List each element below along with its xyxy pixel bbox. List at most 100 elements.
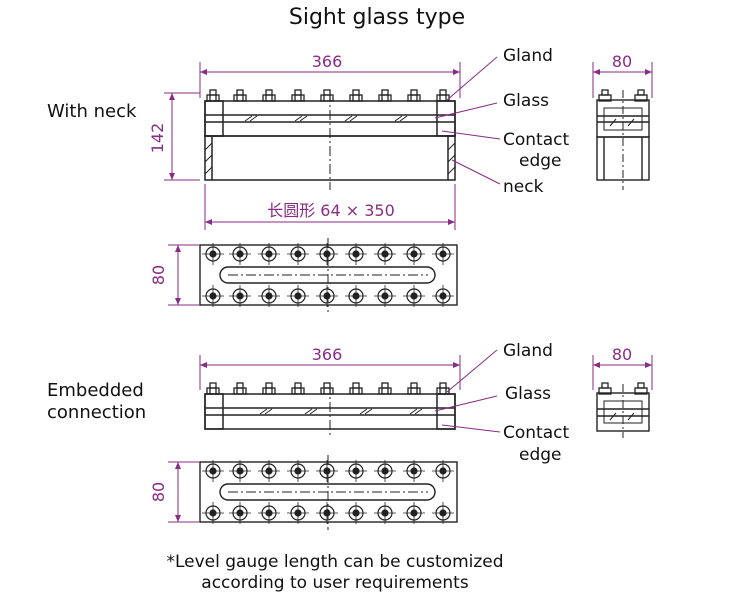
bolt-hole (316, 285, 338, 307)
bolt-row-embedded (206, 382, 450, 395)
bolt-hole (432, 460, 454, 482)
leaders-with-neck (434, 56, 501, 185)
bolt-hole (432, 502, 454, 524)
dim-142: 142 (148, 123, 167, 154)
bolt-hole (258, 243, 280, 265)
label-contact-with-neck: Contact (503, 130, 569, 150)
bolt-hole (432, 285, 454, 307)
bolt-hole (229, 502, 251, 524)
bolt-hole (345, 285, 367, 307)
bolt-hole (229, 243, 251, 265)
bolt (233, 382, 247, 395)
bolt-hole (345, 460, 367, 482)
bolt-hole (316, 460, 338, 482)
dimension-length-embedded (199, 355, 461, 390)
footnote-line-1: *Level gauge length can be customized (166, 552, 503, 572)
label-gland-with-neck: Gland (503, 46, 553, 66)
bolt (349, 382, 363, 395)
bolt-hole (403, 460, 425, 482)
label-edge-with-neck: edge (519, 151, 562, 171)
bolt (407, 89, 421, 102)
bolt (634, 382, 648, 395)
bolt (291, 382, 305, 395)
dimension-length-with-neck (199, 62, 461, 98)
section-heading-with-neck: With neck (47, 101, 137, 122)
bolt-hole (258, 285, 280, 307)
plan-bolts-embedded (202, 460, 454, 524)
bolt (349, 89, 363, 102)
bolt (407, 382, 421, 395)
bolt (206, 89, 220, 102)
bolt (378, 382, 392, 395)
side-view-embedded (596, 384, 650, 438)
side-view-with-neck (596, 90, 650, 190)
bolt-hole (287, 243, 309, 265)
label-edge-embedded: edge (519, 445, 562, 465)
bolt-hole (345, 502, 367, 524)
dim-80-side-with-neck: 80 (612, 52, 632, 71)
label-contact-embedded: Contact (503, 423, 569, 443)
side-bolts-with-neck (598, 89, 648, 102)
bolt-hole (287, 460, 309, 482)
dim-80-plan-embedded: 80 (149, 482, 168, 502)
section-heading-connection: connection (47, 402, 146, 423)
bolt (262, 382, 276, 395)
bolt-hole (316, 243, 338, 265)
bolt (634, 89, 648, 102)
bolt-hole (345, 243, 367, 265)
dimension-plan-with-neck (168, 244, 200, 306)
bolt-hole (202, 243, 224, 265)
bolt-hole (202, 285, 224, 307)
bolt-hole (258, 460, 280, 482)
dimension-plan-embedded (168, 461, 200, 523)
bolt (598, 89, 612, 102)
plan-bolts-with-neck (202, 243, 454, 307)
bolt (378, 89, 392, 102)
dimension-side-embedded (592, 355, 653, 390)
dim-80-plan-with-neck: 80 (149, 265, 168, 285)
front-view-with-neck (204, 92, 456, 190)
bolt-hole (287, 285, 309, 307)
leaders-embedded (434, 349, 501, 433)
bolt (320, 89, 334, 102)
bolt-hole (202, 460, 224, 482)
label-glass-embedded: Glass (505, 384, 551, 404)
section-heading-embedded: Embedded (47, 380, 144, 401)
bolt (291, 89, 305, 102)
bolt-hole (374, 502, 396, 524)
bolt-hole (374, 243, 396, 265)
bolt-hole (229, 285, 251, 307)
bolt-hole (432, 243, 454, 265)
bolt-hole (374, 285, 396, 307)
label-glass-with-neck: Glass (503, 91, 549, 111)
bolt-hole (403, 285, 425, 307)
plan-view-embedded (199, 455, 458, 530)
bolt-hole (258, 502, 280, 524)
bolt (598, 382, 612, 395)
bolt (233, 89, 247, 102)
dim-80-side-embedded: 80 (612, 345, 632, 364)
bolt-hole (316, 502, 338, 524)
side-bolts-embedded (598, 382, 648, 395)
bolt-hole (229, 460, 251, 482)
dimension-slot (204, 184, 456, 230)
front-view-embedded (204, 384, 456, 436)
plan-view-with-neck (199, 238, 458, 312)
dim-slot-64x350: 长圆形 64 × 350 (267, 201, 395, 220)
bolt (436, 382, 450, 395)
bolt-hole (202, 502, 224, 524)
label-neck: neck (503, 177, 544, 197)
page-title: Sight glass type (289, 5, 465, 30)
dim-366-embedded: 366 (312, 345, 343, 364)
bolt (320, 382, 334, 395)
dim-366-with-neck: 366 (312, 52, 343, 71)
bolt-hole (403, 502, 425, 524)
bolt-hole (287, 502, 309, 524)
bolt-row-with-neck (206, 89, 450, 102)
bolt (262, 89, 276, 102)
dimension-side-with-neck (592, 62, 653, 98)
label-gland-embedded: Gland (503, 341, 553, 361)
bolt-hole (403, 243, 425, 265)
